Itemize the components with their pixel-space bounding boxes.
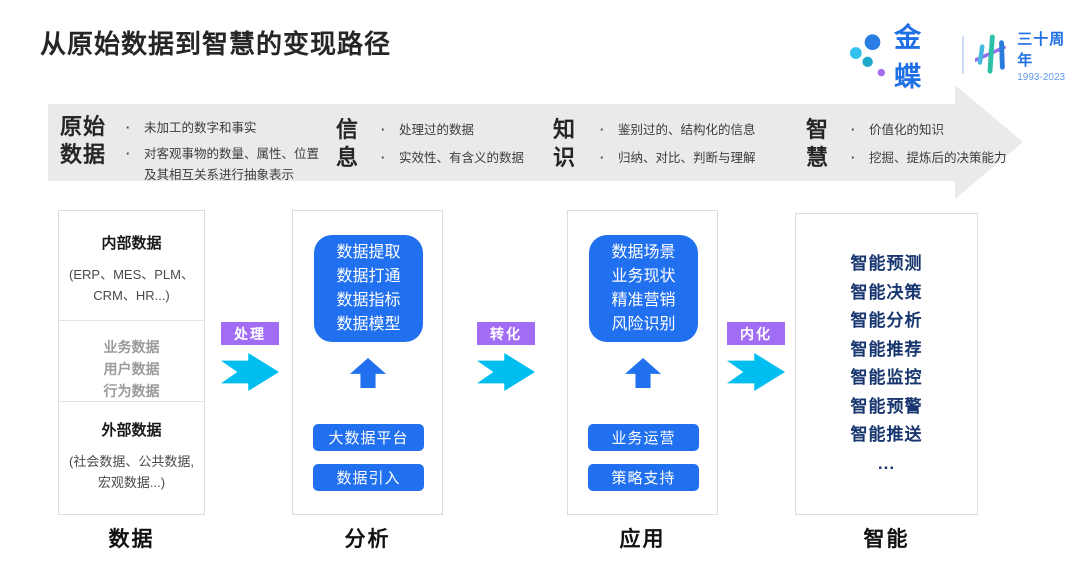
footer-label-data: 数据 [108,528,155,551]
analysis-column-box: 数据提取 数据打通 数据指标 数据模型 大数据平台 数据引入 [292,210,443,515]
intelligence-item: 智能预警 [850,396,923,416]
kingdee-logo: 金蝶 三十周年 1993-2023 [848,16,1080,94]
transform-badge: 转化 [477,322,535,345]
anniversary-years: 1993-2023 [1017,71,1066,83]
anniversary-title: 三十周年 [1017,30,1066,69]
up-arrow-icon [625,358,661,388]
card-line: 数据提取 [336,243,401,261]
right-arrow-icon [727,353,785,391]
stage-bullets: 未加工的数字和事实 对客观事物的数量、属性、位置及其相互关系进行抽象表示 [120,118,325,191]
logo-divider [962,36,964,74]
process-badge: 处理 [221,322,279,345]
intelligence-item: 智能推荐 [850,339,923,359]
banner-arrowhead-icon [955,85,1023,199]
intelligence-column-box: 智能预测 智能决策 智能分析 智能推荐 智能监控 智能预警 智能推送 ... [795,213,978,515]
page-title: 从原始数据到智慧的变现路径 [40,29,392,59]
section-line: CRM、HR...) [93,288,170,303]
stage-label: 信 息 [336,117,360,170]
up-arrow-icon [350,358,386,388]
footer-label-application: 应用 [619,528,666,551]
bullet-item: 实效性、有含义的数据 [375,148,550,169]
intelligence-list: 智能预测 智能决策 智能分析 智能推荐 智能监控 智能预警 智能推送 ... [796,214,977,514]
intelligence-item: 智能监控 [850,368,923,387]
card-line: 精准营销 [611,291,676,309]
application-card: 数据场景 业务现状 精准营销 风险识别 [589,235,698,342]
application-column-box: 数据场景 业务现状 精准营销 风险识别 业务运营 策略支持 [567,210,718,515]
internalize-badge: 内化 [727,322,785,345]
stage-bullets: 处理过的数据 实效性、有含义的数据 [375,120,550,176]
bullet-item: 对客观事物的数量、属性、位置及其相互关系进行抽象表示 [120,144,325,186]
card-line: 数据模型 [336,315,401,333]
section-heading: 外部数据 [101,422,162,439]
right-arrow-icon [477,353,535,391]
data-types-section: 业务数据 用户数据 行为数据 [59,321,204,402]
bullet-item: 处理过的数据 [375,120,550,141]
internal-data-section: 内部数据 (ERP、MES、PLM、 CRM、HR...) [59,211,204,321]
stage-bullets: 鉴别过的、结构化的信息 归纳、对比、判断与理解 [594,120,789,176]
data-type-item: 行为数据 [103,383,160,399]
stage-bullets: 价值化的知识 挖掘、提炼后的决策能力 [845,120,1020,176]
section-heading: 内部数据 [101,235,162,252]
card-line: 数据指标 [336,291,401,309]
bullet-item: 未加工的数字和事实 [120,118,325,139]
bullet-item: 归纳、对比、判断与理解 [594,148,789,169]
external-data-section: 外部数据 (社会数据、公共数据, 宏观数据...) [59,402,204,493]
footer-label-intelligence: 智能 [863,528,910,551]
stage-raw-data: 原始 数据 未加工的数字和事实 对客观事物的数量、属性、位置及其相互关系进行抽象… [60,113,325,191]
anniversary-mark-icon [974,34,1006,74]
stage-label: 智 慧 [806,117,830,170]
connector-process: 处理 [221,322,279,391]
section-line: (社会数据、公共数据, [69,454,194,469]
section-line: (ERP、MES、PLM、 [69,267,194,282]
analysis-card: 数据提取 数据打通 数据指标 数据模型 [314,235,423,342]
data-column-box: 内部数据 (ERP、MES、PLM、 CRM、HR...) 业务数据 用户数据 … [58,210,205,515]
intelligence-item: 智能分析 [850,311,923,330]
stage-wisdom: 智 慧 价值化的知识 挖掘、提炼后的决策能力 [806,116,1020,176]
bullet-item: 价值化的知识 [845,120,1020,141]
business-operation-chip: 业务运营 [588,424,699,451]
connector-internalize: 内化 [727,322,785,391]
big-data-platform-chip: 大数据平台 [313,424,424,451]
bullet-item: 鉴别过的、结构化的信息 [594,120,789,141]
right-arrow-icon [221,353,279,391]
card-line: 数据场景 [611,243,676,261]
intelligence-item: ... [877,453,896,473]
stage-knowledge: 知 识 鉴别过的、结构化的信息 归纳、对比、判断与理解 [553,116,789,176]
anniversary-text: 三十周年 1993-2023 [1017,28,1080,83]
footer-label-analysis: 分析 [344,528,391,551]
connector-transform: 转化 [477,322,535,391]
card-line: 风险识别 [611,315,676,333]
data-type-item: 业务数据 [103,339,160,355]
stage-label: 知 识 [553,117,577,170]
kingdee-dots-icon [849,34,886,77]
data-import-chip: 数据引入 [313,464,424,491]
data-type-item: 用户数据 [103,361,160,377]
strategy-support-chip: 策略支持 [588,464,699,491]
stage-label: 原始 数据 [60,114,107,167]
section-line: 宏观数据...) [97,475,166,490]
intelligence-item: 智能预测 [850,254,923,273]
card-line: 业务现状 [611,267,676,285]
brand-name: 金蝶 [894,23,924,92]
intelligence-item: 智能推送 [850,425,923,444]
card-line: 数据打通 [336,267,401,285]
intelligence-item: 智能决策 [850,282,923,302]
stage-information: 信 息 处理过的数据 实效性、有含义的数据 [336,116,550,176]
bullet-item: 挖掘、提炼后的决策能力 [845,148,1020,169]
